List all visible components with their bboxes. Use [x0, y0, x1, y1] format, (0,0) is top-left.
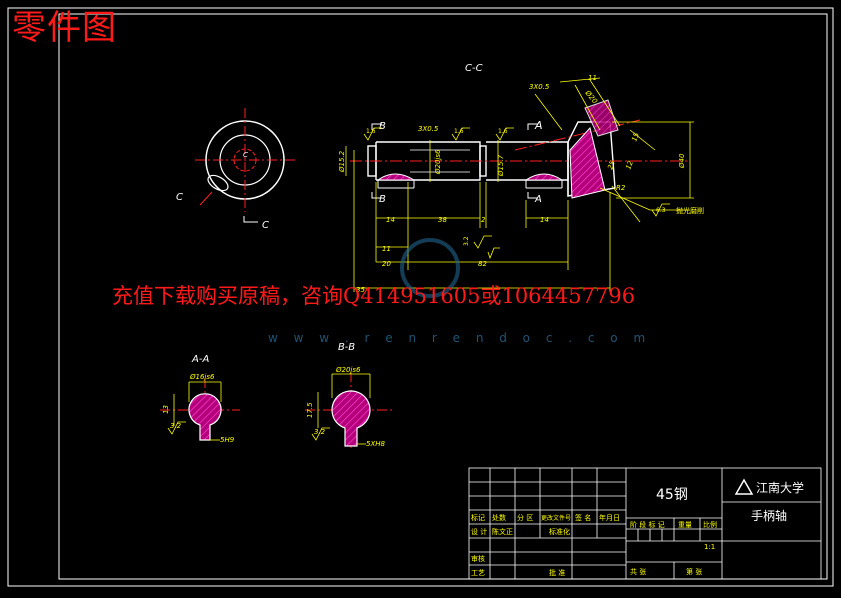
- keyway-left: [376, 173, 416, 181]
- tb-header-date: 年月日: [599, 513, 620, 522]
- watermark-text: 充值下载购买原稿，咨询Q414951605或1064457796: [112, 284, 636, 308]
- roughness-1: 1.6: [366, 128, 376, 135]
- tb-school: 江南大学: [756, 480, 804, 495]
- end-view-center-mark: C: [243, 151, 248, 159]
- sec-a-key: 5H9: [220, 436, 235, 444]
- head-section-hatch-2: [584, 99, 619, 137]
- roughness-2: 1.6: [454, 128, 464, 135]
- dim-len-20: 20: [382, 260, 391, 268]
- dim-25: 25: [606, 159, 617, 171]
- tb-header-count: 处数: [492, 513, 506, 522]
- keyway-right: [524, 173, 564, 181]
- keyway-bottoms: [377, 180, 563, 189]
- cut-label-a-bottom: A: [534, 194, 542, 205]
- inner-border: [58, 13, 828, 580]
- section-b-view: [305, 372, 395, 448]
- end-view: [195, 108, 295, 223]
- dim-d40: Ø40: [678, 153, 686, 169]
- cut-label-a-top: A: [534, 119, 543, 132]
- tb-ratio: 比例: [703, 520, 717, 529]
- tb-design-label: 设 计: [471, 527, 487, 536]
- drawing-type-label: 零件图: [12, 8, 117, 48]
- dim-len-82: 82: [478, 260, 487, 268]
- tb-header-sign: 签 名: [575, 513, 591, 522]
- tb-sheets-total: 共 张: [630, 567, 646, 576]
- roughness-4: 3.2: [463, 236, 470, 246]
- section-title-bb: B-B: [338, 342, 355, 353]
- tb-approve: 批 准: [549, 568, 565, 577]
- roughness-5: 6.3: [656, 207, 666, 214]
- dim-len-14a: 14: [386, 216, 395, 224]
- dim-15: 15: [630, 131, 641, 143]
- dim-d15-2: Ø15.2: [338, 150, 346, 173]
- roughness-3: 1.6: [498, 128, 508, 135]
- section-a-view: [160, 378, 240, 441]
- tb-stage-mark: 阶 段 标 记: [630, 520, 665, 529]
- dim-chamfer-left: 3X0.5: [418, 125, 439, 133]
- sec-b-depth: 17.5: [306, 402, 314, 418]
- cut-label-c1: C: [176, 192, 183, 203]
- head-section-hatch: [569, 126, 606, 199]
- section-title-aa: A-A: [191, 354, 209, 365]
- dim-len-11: 11: [382, 245, 391, 253]
- dim-len-38: 38: [438, 216, 447, 224]
- tb-header-change: 更改文件号: [541, 514, 571, 522]
- surface-note: 抛光磨削: [676, 206, 704, 215]
- dim-chamfer-right: 3X0.5: [529, 83, 550, 91]
- tb-scale: 1:1: [704, 543, 715, 551]
- title-block-grid: [468, 467, 822, 580]
- tb-designer: 陈文正: [492, 527, 513, 536]
- tb-sheet-no: 第 张: [686, 567, 702, 576]
- tb-standard: 标准化: [549, 527, 570, 536]
- sec-b-diameter: Ø20js6: [335, 366, 361, 374]
- cut-markers: [371, 123, 538, 199]
- sec-b-key: 5XH8: [366, 440, 386, 448]
- dim-d20: Ø20js6: [434, 149, 442, 175]
- cut-label-c2: C: [262, 220, 269, 231]
- cut-label-b-top: B: [379, 121, 386, 132]
- dim-len-14b: 14: [540, 216, 549, 224]
- dim-r2: R2: [616, 184, 626, 192]
- roughness-symbols: [363, 127, 670, 260]
- tb-material: 45钢: [656, 487, 688, 503]
- watermark-logo: [400, 238, 460, 298]
- dimension-lines: [345, 77, 694, 292]
- cut-label-b-bottom: B: [379, 194, 386, 205]
- dim-len-2: 2: [481, 216, 486, 224]
- sec-b-roughness: 3.2: [314, 428, 326, 436]
- tb-weight: 重量: [678, 521, 692, 529]
- tb-review: 审核: [471, 554, 485, 563]
- tb-header-mark: 标记: [471, 513, 485, 522]
- sec-a-roughness: 3.2: [170, 422, 182, 430]
- dim-11-top: 11: [588, 74, 597, 82]
- sec-a-diameter: Ø16js6: [189, 373, 215, 381]
- section-title-cc: C-C: [465, 63, 483, 74]
- dim-len-35: 35: [356, 286, 365, 294]
- school-logo-icon: [734, 478, 754, 495]
- tb-process: 工艺: [471, 569, 485, 577]
- sec-a-depth: 13: [162, 405, 170, 414]
- tb-header-zone: 分 区: [517, 513, 533, 522]
- tb-part-name: 手柄轴: [751, 508, 787, 523]
- outer-border: [7, 7, 834, 587]
- dim-d15-7: Ø15.7: [497, 154, 505, 177]
- dim-12: 12: [624, 159, 635, 171]
- watermark-url: w w w . r e n r e n d o c . c o m: [268, 331, 652, 345]
